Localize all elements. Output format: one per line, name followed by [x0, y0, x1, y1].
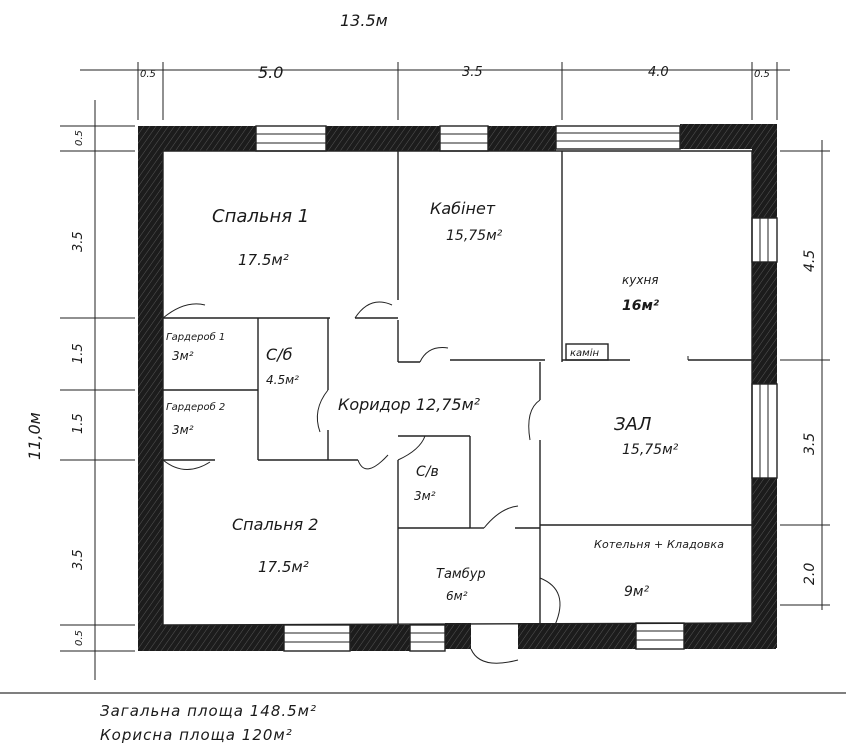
dimension-lines: [60, 62, 830, 680]
room-bathroom1-area: 4.5м²: [266, 373, 299, 387]
dim-top-2: 3.5: [462, 65, 483, 80]
dim-top-0: 0.5: [140, 69, 156, 80]
exterior-walls: [138, 124, 777, 651]
doors: [162, 301, 689, 664]
dim-top-4: 0.5: [754, 69, 770, 80]
fireplace-box: [565, 343, 609, 361]
dim-right-0: 4.5: [802, 250, 818, 272]
dim-right-2: 2.0: [802, 563, 818, 585]
dim-left-2: 1.5: [71, 343, 86, 364]
room-bathroom2-area: 3м²: [414, 489, 436, 503]
room-wardrobe1-name: Гардероб 1: [166, 331, 225, 343]
room-corridor-name: Коридор 12,75м²: [338, 395, 481, 414]
room-kitchen-name: кухня: [622, 273, 659, 287]
room-vestibule-area: 6м²: [446, 589, 468, 603]
useful-area-text: Корисна площа 120м²: [100, 726, 293, 744]
room-wardrobe2-area: 3м²: [172, 423, 194, 437]
room-boiler-area: 9м²: [624, 584, 649, 600]
dim-left-0: 0.5: [74, 130, 85, 146]
room-bedroom1-area: 17.5м²: [238, 251, 289, 269]
interior-walls: [162, 150, 753, 626]
room-bedroom2-name: Спальня 2: [232, 515, 318, 534]
dim-left-3: 1.5: [71, 413, 86, 434]
dim-overall-height: 11,0м: [25, 412, 44, 460]
room-vestibule-name: Тамбур: [436, 567, 486, 582]
room-office-area: 15,75м²: [446, 228, 503, 244]
dim-left-4: 3.5: [71, 549, 86, 570]
dim-right-1: 3.5: [802, 433, 818, 455]
dim-top-3: 4.0: [648, 65, 669, 80]
room-kitchen-area: 16м²: [622, 298, 660, 314]
room-hall-area: 15,75м²: [622, 442, 679, 458]
total-area-text: Загальна площа 148.5м²: [100, 702, 318, 720]
room-bedroom2-area: 17.5м²: [258, 558, 309, 576]
room-office-name: Кабінет: [430, 199, 496, 218]
room-bathroom2-name: С/в: [416, 464, 439, 480]
room-bathroom1-name: С/б: [266, 345, 293, 364]
room-boiler-name: Котельня + Кладовка: [594, 538, 724, 551]
room-wardrobe1-area: 3м²: [172, 349, 194, 363]
dim-left-1: 3.5: [71, 231, 86, 252]
dim-top-1: 5.0: [258, 63, 283, 82]
dim-overall-width: 13.5м: [340, 11, 388, 30]
room-hall-name: ЗАЛ: [614, 414, 652, 435]
room-wardrobe2-name: Гардероб 2: [166, 401, 225, 413]
room-bedroom1-name: Спальня 1: [212, 206, 309, 227]
dim-left-5: 0.5: [74, 630, 85, 646]
room-fireplace-name: камін: [570, 347, 599, 359]
windows: [255, 125, 778, 652]
